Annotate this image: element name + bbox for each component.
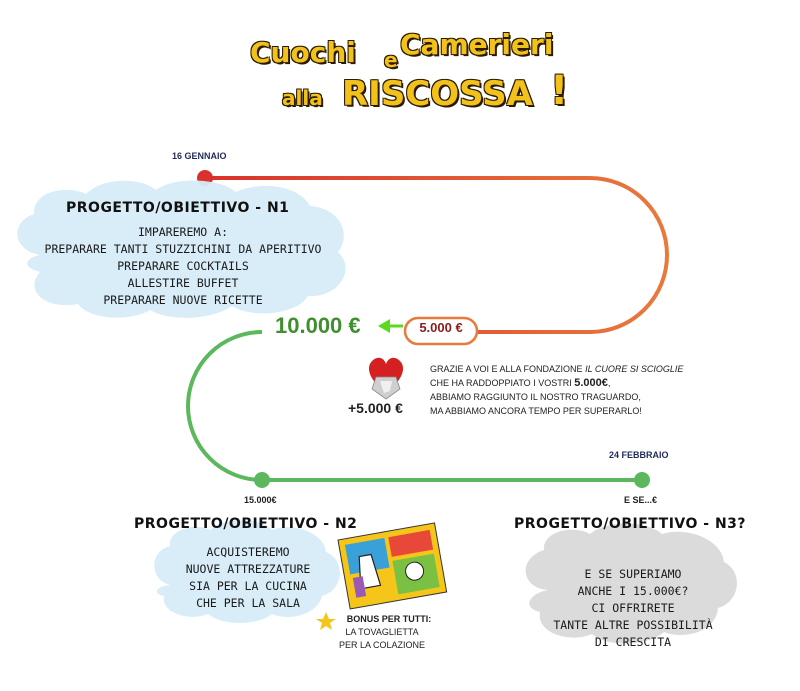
cloud-1 [17,180,346,318]
milestone-15000-label: 15.000€ [244,495,277,505]
milestone-end-label: E SE...€ [624,495,658,505]
project-2-line: ACQUISTEREMO [206,545,290,559]
fondazione-name: IL CUORE SI SCIOGLIE [585,364,684,374]
node-15000 [254,472,270,488]
timeline-segment-bottom [186,330,642,482]
heart-icon [368,357,404,400]
project-2-line: NUOVE ATTREZZATURE [185,562,311,576]
milestone-5000-box [403,316,479,346]
title: Cuochi e Camerieri alla RISCOSSA ! [250,28,610,118]
project-1-line: PREPARARE TANTI STUZZICHINI DA APERITIVO [44,242,322,256]
project-3-line: ANCHE I 15.000€? [577,584,689,598]
star-icon [316,612,336,630]
project-1-text: IMPAREREMO A: PREPARARE TANTI STUZZICHIN… [38,224,328,309]
milestone-10000-label: 10.000 € [275,313,361,338]
arrow-left-icon [378,319,403,333]
thanks-line-3: ABBIAMO RAGGIUNTO IL NOSTRO TRAGUARDO, [430,392,641,402]
bonus-block: BONUS PER TUTTI: LA TOVAGLIETTA PER LA C… [322,613,442,652]
cloud-3 [525,523,737,644]
thanks-line-4: MA ABBIAMO ANCORA TEMPO PER SUPERARLO! [430,406,642,416]
project-2-title: PROGETTO/OBIETTIVO - N2 [134,516,358,532]
project-3-line: TANTE ALTRE POSSIBILITÀ [553,618,713,632]
project-1-line: PREPARARE COCKTAILS [117,259,249,273]
start-date: 16 GENNAIO [172,151,227,161]
end-date: 24 FEBBRAIO [609,450,669,460]
project-2-line: CHE PER LA SALA [196,596,300,610]
title-cuochi: Cuochi [250,36,356,69]
bonus-line-2: PER LA COLAZIONE [338,640,426,650]
title-camerieri: Camerieri [400,28,554,61]
project-3-line: CI OFFRIRETE [591,601,675,615]
title-e: e [384,48,398,72]
thanks-amount: 5.000€ [574,377,608,389]
project-1-title: PROGETTO/OBIETTIVO - N1 [66,200,290,216]
timeline-segment-top [205,176,669,334]
title-exclamation: ! [550,68,569,114]
cloud-2 [154,520,340,623]
project-3-text: E SE SUPERIAMO ANCHE I 15.000€? CI OFFRI… [548,566,718,651]
milestone-5000-label: 5.000 € [419,320,463,335]
placemat-image [337,522,448,610]
thanks-line-1: GRAZIE A VOI E ALLA FONDAZIONE IL CUORE … [430,364,684,374]
project-3-line: DI CRESCITA [594,635,672,649]
project-1-line: IMPAREREMO A: [137,225,228,239]
project-3-line: E SE SUPERIAMO [584,567,682,581]
title-alla: alla [282,86,323,110]
project-2-text: ACQUISTEREMO NUOVE ATTREZZATURE SIA PER … [168,544,328,612]
thanks-line-2: CHE HA RADDOPPIATO I VOSTRI 5.000€, [430,377,611,389]
title-riscossa: RISCOSSA [342,74,533,114]
end-node [634,472,650,488]
bonus-line-1: LA TOVAGLIETTA [345,627,419,637]
project-2-line: SIA PER LA CUCINA [189,579,307,593]
project-1-line: PREPARARE NUOVE RICETTE [103,293,263,307]
bonus-title: BONUS PER TUTTI: [346,614,432,624]
project-3-title: PROGETTO/OBIETTIVO - N3? [514,516,747,532]
project-1-line: ALLESTIRE BUFFET [127,276,239,290]
bonus-amount: +5.000 € [348,400,403,416]
thanks-text: GRAZIE A VOI E ALLA FONDAZIONE IL CUORE … [430,362,683,418]
